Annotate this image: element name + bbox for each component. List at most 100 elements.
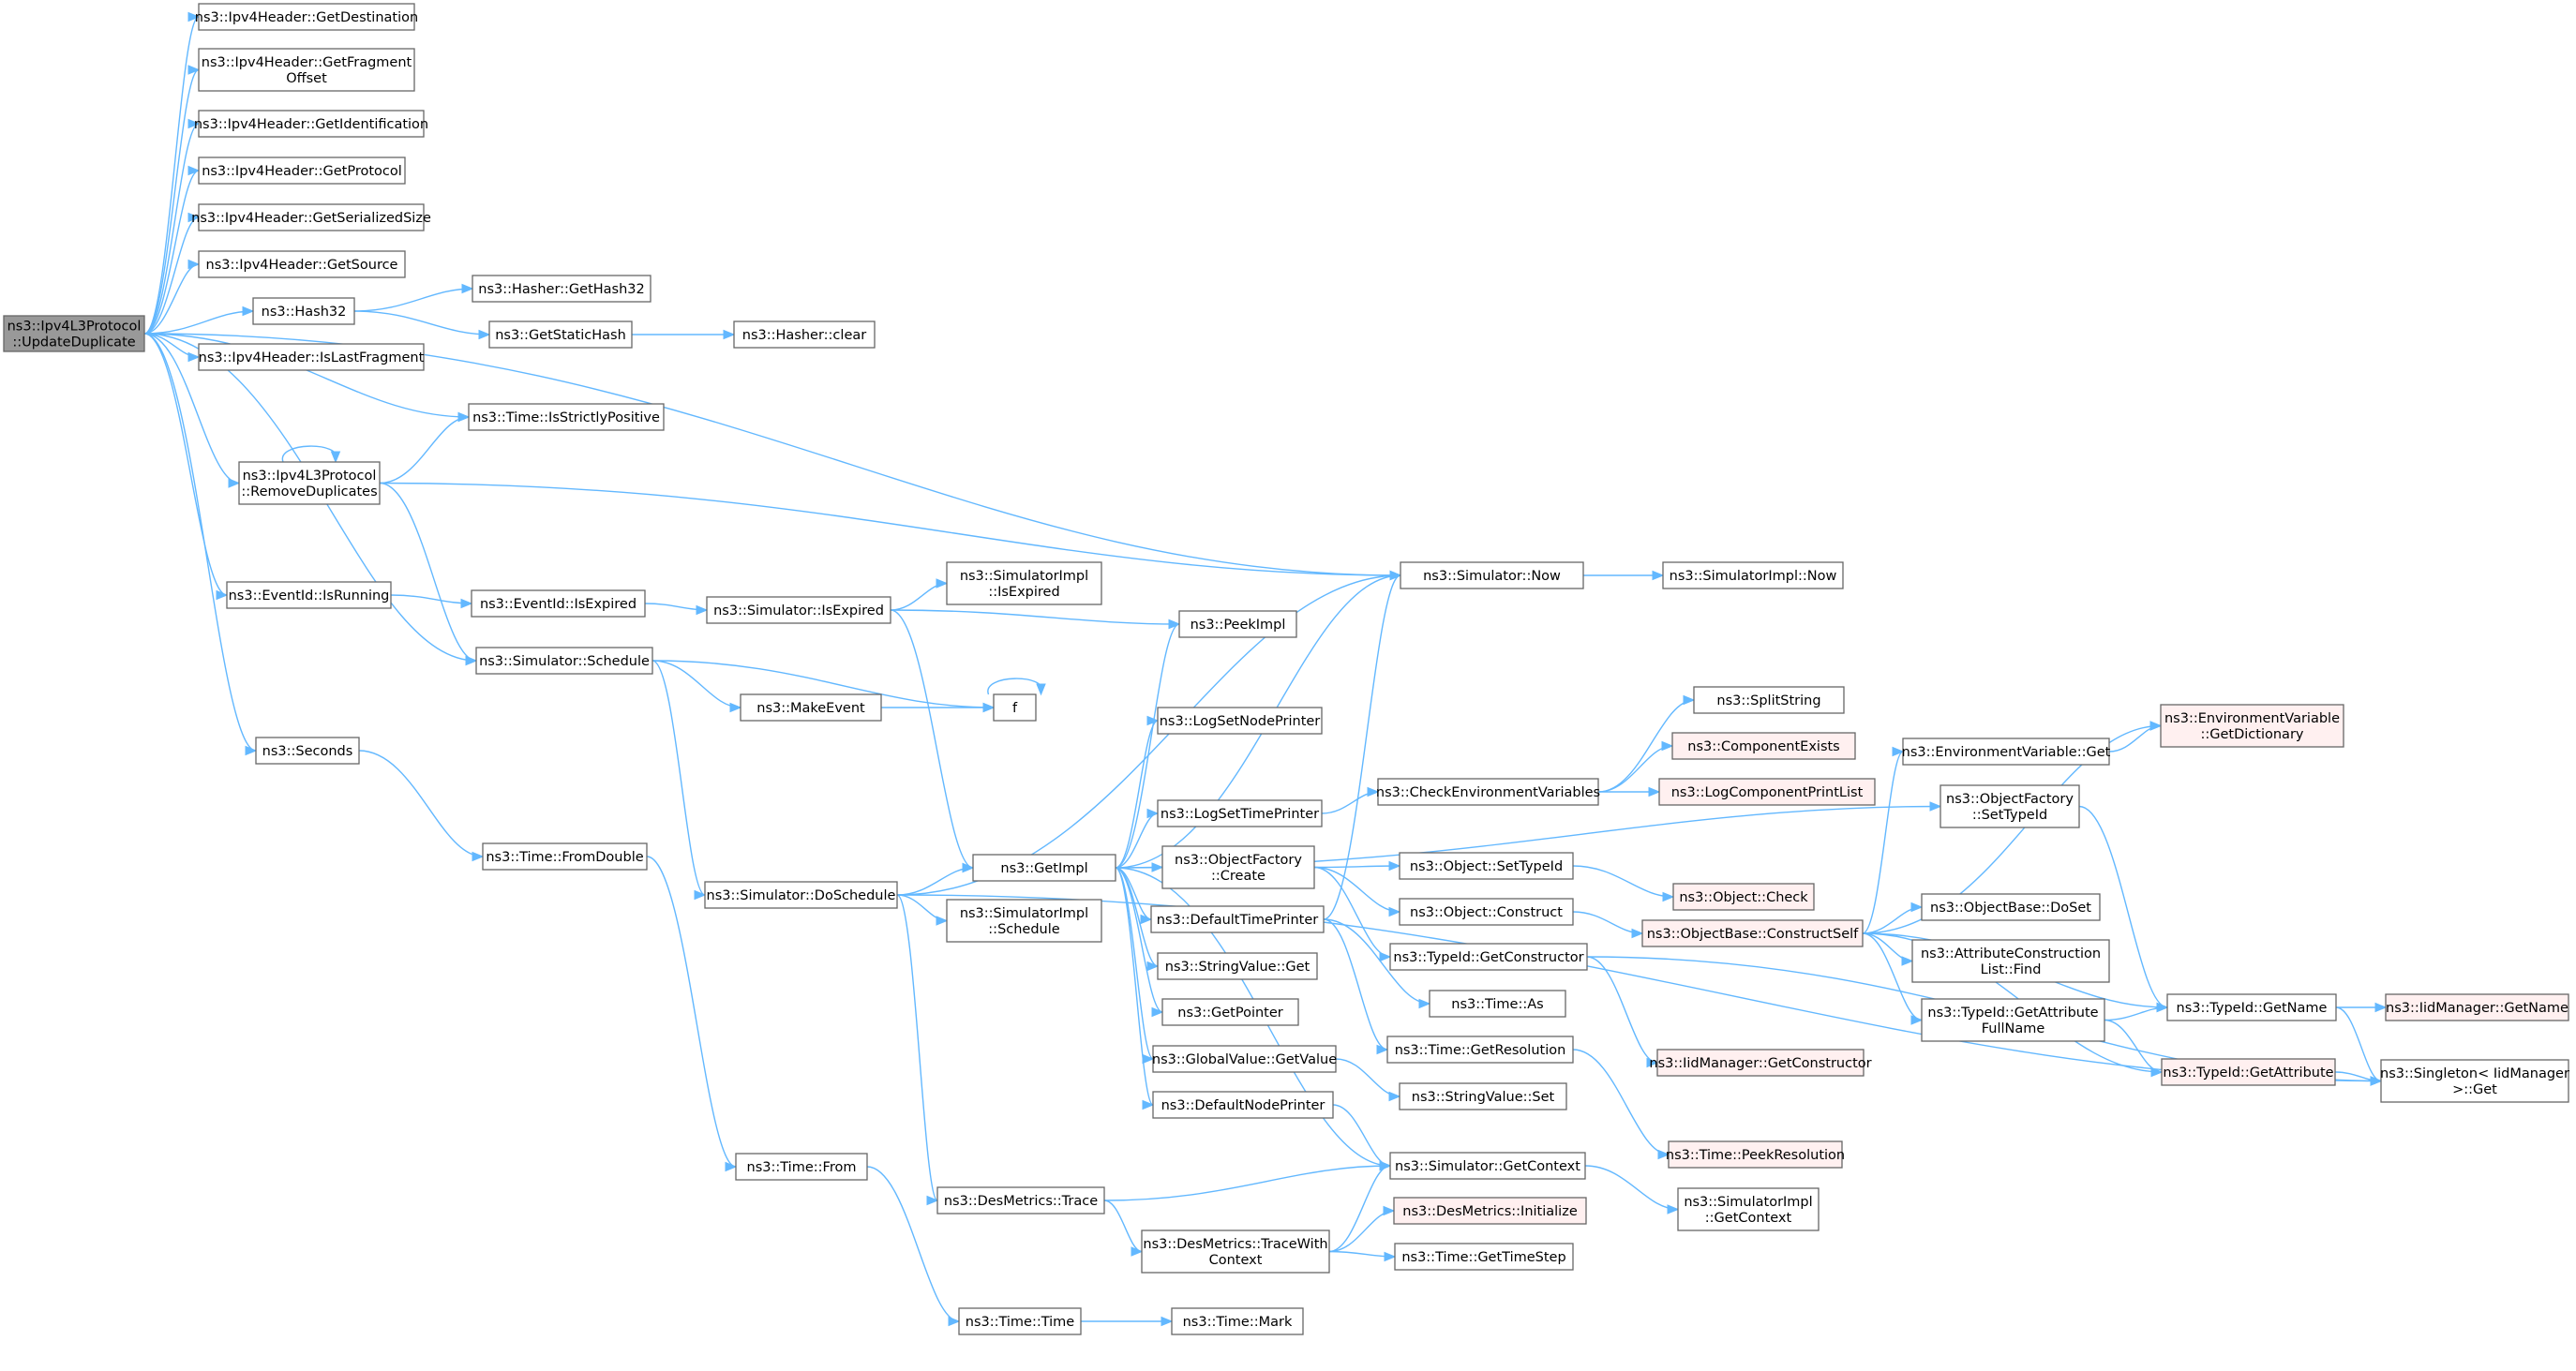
node-getpointer[interactable]: ns3::GetPointer [1161,998,1299,1026]
edge-arrowhead [1418,998,1431,1009]
node-objconstruct[interactable]: ns3::Object::Construct [1399,898,1574,926]
node-timegetstep[interactable]: ns3::Time::GetTimeStep [1394,1243,1574,1271]
node-label: ns3::SplitString [1716,693,1820,708]
node-timetime[interactable]: ns3::Time::Time [958,1307,1082,1335]
edge-line [143,310,254,335]
node-peekimpl[interactable]: ns3::PeekImpl [1178,610,1297,638]
node-getsrc[interactable]: ns3::Ipv4Header::GetSource [198,250,406,278]
node-implgetctx[interactable]: ns3::SimulatorImpl::GetContext [1677,1187,1820,1231]
node-iidgetctor[interactable]: ns3::IidManager::GetConstructor [1649,1049,1872,1077]
node-f[interactable]: f [993,693,1037,722]
node-getser[interactable]: ns3::Ipv4Header::GetSerializedSize [191,203,431,231]
edge-destracewith-to-desinit [1328,1205,1396,1253]
node-iidgetname[interactable]: ns3::IidManager::GetName [2385,993,2569,1021]
node-removedup[interactable]: ns3::Ipv4L3Protocol::RemoveDuplicates [238,461,381,505]
node-envget[interactable]: ns3::EnvironmentVariable::Get [1902,738,2111,766]
node-islast[interactable]: ns3::Ipv4Header::IsLastFragment [198,343,425,371]
node-fromdouble[interactable]: ns3::Time::FromDouble [482,842,648,871]
node-getstatichash[interactable]: ns3::GetStaticHash [488,320,633,349]
node-defnodeprinter[interactable]: ns3::DefaultNodePrinter [1152,1091,1334,1119]
node-evexpired[interactable]: ns3::EventId::IsExpired [471,589,646,618]
node-checkenv[interactable]: ns3::CheckEnvironmentVariables [1376,778,1600,806]
node-isstrictly[interactable]: ns3::Time::IsStrictlyPositive [468,403,665,431]
node-implnow[interactable]: ns3::SimulatorImpl::Now [1662,561,1844,589]
node-deftimeprinter[interactable]: ns3::DefaultTimePrinter [1150,905,1325,933]
node-hasherclear[interactable]: ns3::Hasher::clear [733,320,876,349]
node-label: ns3::LogComponentPrintList [1671,785,1864,800]
node-envgetdict[interactable]: ns3::EnvironmentVariable::GetDictionary [2160,704,2344,748]
node-label: ::GetDictionary [2201,727,2304,742]
edge-line [1862,751,1904,934]
node-objdoset[interactable]: ns3::ObjectBase::DoSet [1921,893,2101,921]
node-compexists[interactable]: ns3::ComponentExists [1671,732,1856,760]
node-simexpired[interactable]: ns3::Simulator::IsExpired [706,596,891,624]
node-getimpl[interactable]: ns3::GetImpl [972,854,1116,882]
node-tidgetattr[interactable]: ns3::TypeId::GetAttribute [2161,1058,2336,1086]
edge-root-to-getser [143,212,201,335]
node-box [1386,1036,1574,1064]
node-hash32[interactable]: ns3::Hash32 [252,297,355,325]
node-label: ns3::Ipv4L3Protocol [243,469,377,484]
node-evrunning[interactable]: ns3::EventId::IsRunning [226,581,392,609]
edge-arrowhead [460,598,473,609]
node-getproto[interactable]: ns3::Ipv4Header::GetProtocol [198,156,406,185]
node-hashergethash[interactable]: ns3::Hasher::GetHash32 [472,275,651,303]
node-timemark[interactable]: ns3::Time::Mark [1171,1307,1304,1335]
node-timefrom[interactable]: ns3::Time::From [735,1153,868,1181]
node-objsettypeid[interactable]: ns3::Object::SetTypeId [1399,852,1574,880]
edge-objsettypeid-to-objcheck [1572,865,1675,902]
node-destrace[interactable]: ns3::DesMetrics::Trace [936,1186,1105,1215]
node-makeevent[interactable]: ns3::MakeEvent [740,693,882,722]
node-schedule[interactable]: ns3::Simulator::Schedule [475,647,653,675]
node-timepeekres[interactable]: ns3::Time::PeekResolution [1666,1140,1845,1169]
node-implschedule[interactable]: ns3::SimulatorImpl::Schedule [946,899,1102,943]
node-logsettime[interactable]: ns3::LogSetTimePrinter [1157,799,1323,827]
node-doschedule[interactable]: ns3::Simulator::DoSchedule [704,881,898,909]
node-timegetres[interactable]: ns3::Time::GetResolution [1386,1036,1574,1064]
node-gvgetvalue[interactable]: ns3::GlobalValue::GetValue [1152,1045,1337,1073]
node-strvalget[interactable]: ns3::StringValue::Get [1157,952,1318,980]
node-tidgetctor[interactable]: ns3::TypeId::GetConstructor [1389,943,1588,971]
node-implexpired[interactable]: ns3::SimulatorImpl::IsExpired [946,561,1102,605]
node-box [1152,1045,1337,1073]
node-seconds[interactable]: ns3::Seconds [255,737,360,765]
edge-schedule-to-makeevent [651,660,742,713]
edge-tidgetctor-to-iidgetctor [1586,956,1659,1068]
edge-arrowhead [982,702,996,713]
node-timeas[interactable]: ns3::Time::As [1429,990,1566,1018]
node-desinit[interactable]: ns3::DesMetrics::Initialize [1393,1197,1587,1225]
node-box [2380,1059,2569,1103]
node-ofsettypeid[interactable]: ns3::ObjectFactory::SetTypeId [1939,784,2080,828]
node-simnow[interactable]: ns3::Simulator::Now [1400,561,1584,589]
edge-arrowhead [1910,1015,1924,1025]
edge-line [143,123,200,335]
node-logcomplist[interactable]: ns3::LogComponentPrintList [1658,778,1876,806]
node-objcheck[interactable]: ns3::Object::Check [1672,883,1815,911]
node-label: ns3::DefaultTimePrinter [1157,913,1318,928]
node-ofcreate[interactable]: ns3::ObjectFactory::Create [1161,845,1315,889]
node-getident[interactable]: ns3::Ipv4Header::GetIdentification [194,110,428,138]
edge-ofcreate-to-objconstruct [1313,866,1401,917]
node-simgetctx[interactable]: ns3::Simulator::GetContext [1389,1152,1586,1180]
node-tidgetname[interactable]: ns3::TypeId::GetName [2166,993,2337,1021]
node-singleton[interactable]: ns3::Singleton< IidManager >::Get [2380,1059,2569,1103]
node-label: ::UpdateDuplicate [12,335,135,350]
node-getdest[interactable]: ns3::Ipv4Header::GetDestination [195,3,418,31]
edge-arrowhead [948,1316,961,1327]
node-label: FullName [1982,1021,2045,1036]
edge-line [143,170,200,335]
edge-root-to-getident [143,118,201,335]
node-splitstring[interactable]: ns3::SplitString [1693,686,1845,714]
node-label: ns3::DefaultNodePrinter [1161,1098,1325,1113]
node-label: >::Get [2452,1082,2497,1097]
edge-arrowhead [2150,1066,2164,1078]
node-box [2161,1058,2336,1086]
node-constructself[interactable]: ns3::ObjectBase::ConstructSelf [1641,919,1864,947]
node-logsetnode[interactable]: ns3::LogSetNodePrinter [1157,707,1323,735]
edge-line [651,660,741,708]
node-strvalset[interactable]: ns3::StringValue::Set [1399,1082,1567,1110]
